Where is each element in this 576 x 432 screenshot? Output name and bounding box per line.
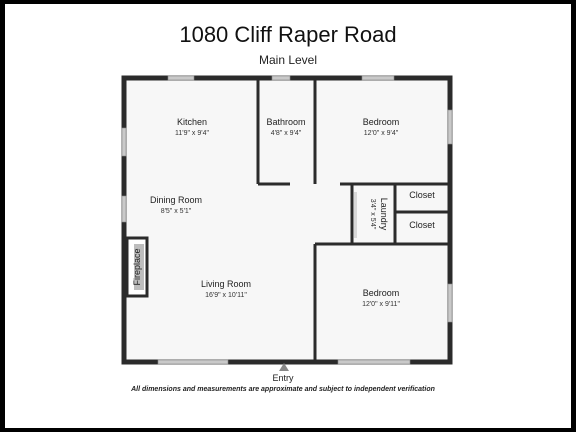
closet-upper-label: Closet xyxy=(409,190,435,200)
laundry-doors xyxy=(354,192,357,238)
fireplace-label: Fireplace xyxy=(132,248,142,285)
laundry-dims: 3'4" x 5'4" xyxy=(369,199,376,230)
window-right-upper xyxy=(447,109,453,145)
window-left-upper xyxy=(121,127,127,157)
window-kitchen xyxy=(167,75,195,81)
fireplace xyxy=(125,236,149,298)
disclaimer-text: All dimensions and measurements are appr… xyxy=(131,386,435,393)
closet-lower-label: Closet xyxy=(409,220,435,230)
window-left-mid xyxy=(121,195,127,223)
living-room-dims: 16'9" x 10'11" xyxy=(205,292,247,299)
living-room-label: Living Room xyxy=(201,279,251,289)
dining-room-dims: 8'5" x 5'1" xyxy=(161,208,192,215)
bedroom-bottom-label: Bedroom xyxy=(363,288,400,298)
interior-walls xyxy=(256,78,450,362)
bedroom-bottom-dims: 12'0" x 9'11" xyxy=(362,301,400,308)
page-title: 1080 Cliff Raper Road xyxy=(179,22,397,47)
window-bottom-right xyxy=(337,359,411,365)
bedroom-top-label: Bedroom xyxy=(363,117,400,127)
bathroom-dims: 4'8" x 9'4" xyxy=(271,130,302,137)
window-bathroom xyxy=(271,75,291,81)
window-bedroom-top xyxy=(361,75,395,81)
entry-label: Entry xyxy=(272,373,294,383)
kitchen-dims: 11'9" x 9'4" xyxy=(175,130,209,137)
dining-room-label: Dining Room xyxy=(150,195,202,205)
level-subtitle: Main Level xyxy=(258,53,318,67)
window-right-lower xyxy=(447,283,453,323)
entry-arrow-icon xyxy=(279,363,289,371)
bathroom-label: Bathroom xyxy=(266,117,305,127)
kitchen-label: Kitchen xyxy=(177,117,207,127)
windows xyxy=(121,75,453,365)
bedroom-top-dims: 12'0" x 9'4" xyxy=(364,130,399,137)
window-bottom-left xyxy=(157,359,229,365)
laundry-label: Laundry xyxy=(379,198,389,231)
